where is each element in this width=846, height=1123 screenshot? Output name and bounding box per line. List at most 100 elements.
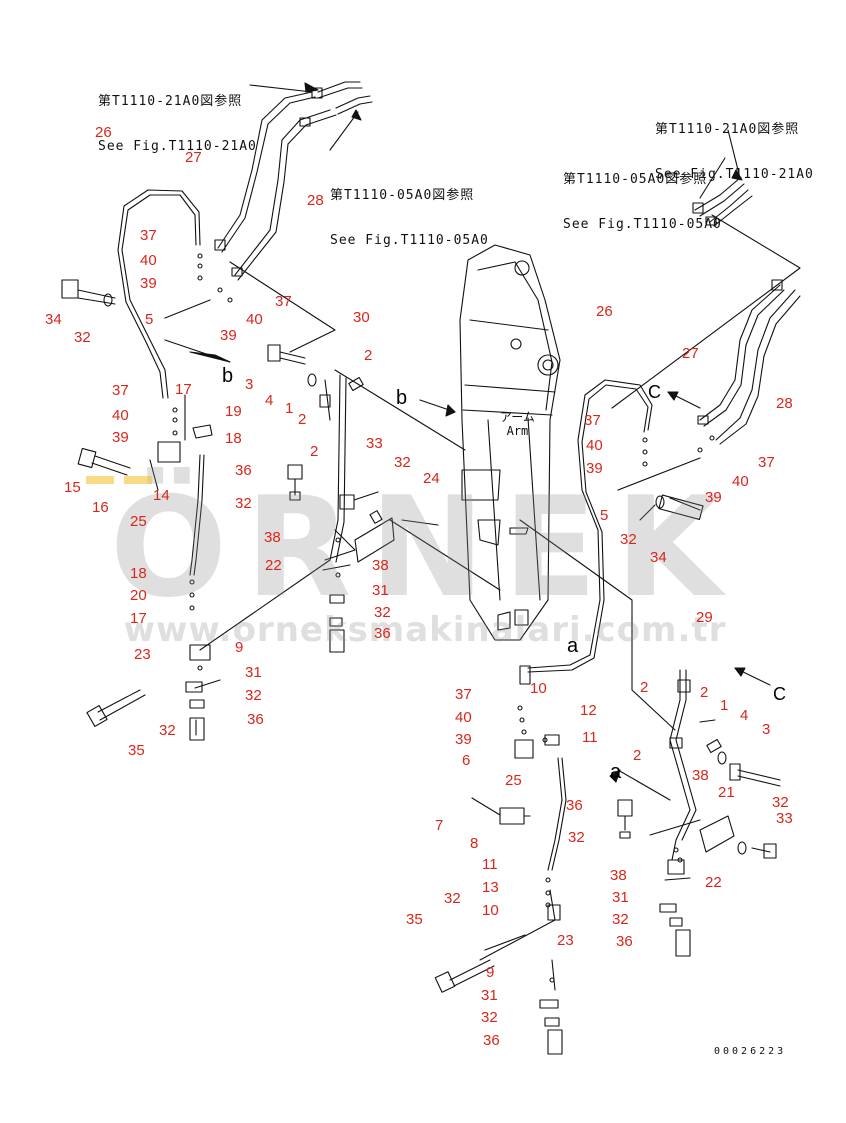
callout-number: 2 bbox=[640, 679, 649, 696]
callout-number: 35 bbox=[406, 911, 423, 928]
figure-ref-jp: 第T1110-21A0図参照 bbox=[98, 94, 243, 109]
callout-number: 34 bbox=[45, 311, 62, 328]
arm-label-jp: アーム bbox=[500, 410, 535, 424]
callout-number: 5 bbox=[145, 311, 154, 328]
callout-number: 37 bbox=[140, 227, 157, 244]
callout-number: 26 bbox=[95, 124, 112, 141]
callout-number: 2 bbox=[310, 443, 319, 460]
hose-25-right bbox=[547, 757, 567, 871]
callout-number: 5 bbox=[600, 507, 609, 524]
callout-number: 38 bbox=[692, 767, 709, 784]
figure-ref-jp: 第T1110-05A0図参照 bbox=[330, 188, 475, 203]
view-letter: C bbox=[648, 382, 661, 402]
callout-number: 18 bbox=[225, 430, 242, 447]
figure-ref-2: 第T1110-05A0図参照 See Fig.T1110-05A0 bbox=[330, 158, 489, 263]
callout-number: 32 bbox=[374, 604, 391, 621]
watermark-accent-mark bbox=[86, 476, 114, 484]
view-letter: C bbox=[773, 684, 786, 704]
callout-number: 33 bbox=[366, 435, 383, 452]
callout-number: 40 bbox=[246, 311, 263, 328]
callout-number: 23 bbox=[134, 646, 151, 663]
figure-ref-en: See Fig.T1110-21A0 bbox=[655, 167, 814, 182]
callout-number: 10 bbox=[530, 680, 547, 697]
callout-number: 28 bbox=[307, 192, 324, 209]
callout-number: 6 bbox=[462, 752, 471, 769]
ring-markers bbox=[172, 253, 715, 983]
callout-number: 27 bbox=[682, 345, 699, 362]
hose-27-28 bbox=[214, 81, 373, 281]
callout-number: 30 bbox=[353, 309, 370, 326]
callout-number: 36 bbox=[566, 797, 583, 814]
callout-number: 28 bbox=[776, 395, 793, 412]
callout-number: 3 bbox=[762, 721, 771, 738]
callout-number: 33 bbox=[776, 810, 793, 827]
callout-number: 19 bbox=[225, 403, 242, 420]
figure-ref-jp: 第T1110-21A0図参照 bbox=[655, 122, 800, 137]
callout-number: 9 bbox=[235, 639, 244, 656]
callout-number: 39 bbox=[112, 429, 129, 446]
callout-number: 37 bbox=[758, 454, 775, 471]
callout-number: 8 bbox=[470, 835, 479, 852]
callout-number: 2 bbox=[700, 684, 709, 701]
callout-number: 11 bbox=[482, 856, 498, 873]
view-letter: b bbox=[396, 387, 408, 409]
callout-number: 39 bbox=[455, 731, 472, 748]
callout-number: 39 bbox=[586, 460, 603, 477]
callout-number: 36 bbox=[483, 1032, 500, 1049]
callout-number: 32 bbox=[74, 329, 91, 346]
callout-number: 23 bbox=[557, 932, 574, 949]
callout-number: 10 bbox=[482, 902, 499, 919]
callout-number: 38 bbox=[372, 557, 389, 574]
callout-number: 32 bbox=[772, 794, 789, 811]
callout-number: 3 bbox=[245, 376, 254, 393]
callout-number: 36 bbox=[247, 711, 264, 728]
callout-number: 32 bbox=[394, 454, 411, 471]
callout-number: 40 bbox=[112, 407, 129, 424]
callout-number: 2 bbox=[364, 347, 373, 364]
callout-number: 4 bbox=[265, 392, 274, 409]
callout-number: 31 bbox=[245, 664, 262, 681]
callout-number: 32 bbox=[159, 722, 176, 739]
callout-number: 16 bbox=[92, 499, 109, 516]
callout-number: 22 bbox=[705, 874, 722, 891]
callout-number: 35 bbox=[128, 742, 145, 759]
callout-number: 38 bbox=[264, 529, 281, 546]
callout-number: 39 bbox=[220, 327, 237, 344]
arm-label-en: Arm bbox=[506, 424, 529, 438]
callout-number: 36 bbox=[616, 933, 633, 950]
hose-26-left bbox=[117, 189, 201, 399]
callout-number: 32 bbox=[235, 495, 252, 512]
callout-number: 20 bbox=[130, 587, 147, 604]
callout-number: 18 bbox=[130, 565, 147, 582]
hose-25-left bbox=[189, 454, 205, 576]
callout-number: 32 bbox=[620, 531, 637, 548]
arm-body bbox=[459, 244, 561, 641]
callout-number: 26 bbox=[596, 303, 613, 320]
callout-number: 13 bbox=[482, 879, 499, 896]
document-number: 00026223 bbox=[714, 1046, 787, 1057]
callout-number: 29 bbox=[696, 609, 713, 626]
callout-number: 32 bbox=[568, 829, 585, 846]
callout-number: 22 bbox=[265, 557, 282, 574]
figure-ref-en: See Fig.T1110-05A0 bbox=[563, 217, 722, 232]
callout-number: 36 bbox=[235, 462, 252, 479]
callout-number: 21 bbox=[718, 784, 735, 801]
callout-number: 32 bbox=[481, 1009, 498, 1026]
callout-number: 14 bbox=[153, 487, 170, 504]
callout-number: 31 bbox=[372, 582, 389, 599]
callout-number: 40 bbox=[140, 252, 157, 269]
callout-number: 2 bbox=[298, 411, 307, 428]
callout-number: 9 bbox=[486, 964, 495, 981]
callout-number: 25 bbox=[505, 772, 522, 789]
callout-number: 11 bbox=[582, 729, 598, 746]
callout-number: 17 bbox=[130, 610, 147, 627]
callout-number: 36 bbox=[374, 625, 391, 642]
callout-number: 12 bbox=[580, 702, 597, 719]
figure-ref-1: 第T1110-21A0図参照 See Fig.T1110-21A0 bbox=[98, 64, 257, 169]
figure-ref-jp: 第T1110-05A0図参照 bbox=[563, 172, 708, 187]
callout-number: 4 bbox=[740, 707, 749, 724]
callout-number: 27 bbox=[185, 149, 202, 166]
figure-ref-en: See Fig.T1110-21A0 bbox=[98, 139, 257, 154]
view-letter: a bbox=[610, 761, 622, 783]
